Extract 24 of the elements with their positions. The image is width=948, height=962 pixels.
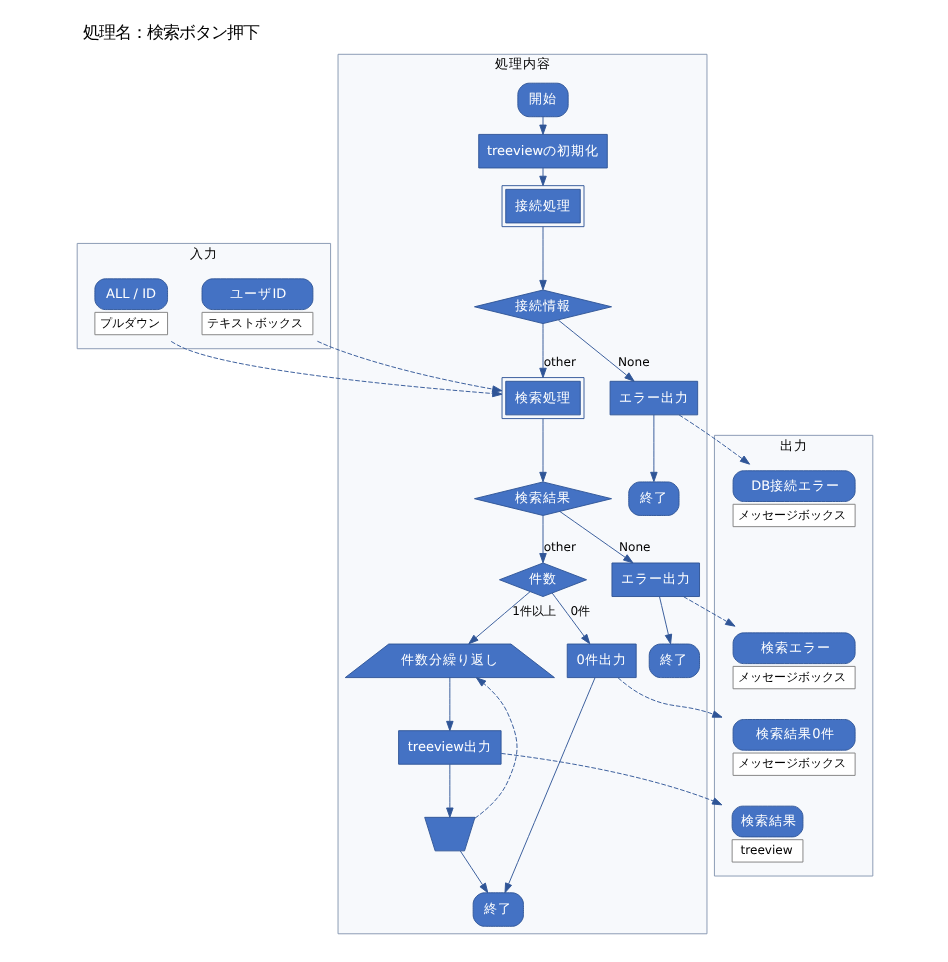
arrow [538, 418, 546, 483]
arrow [467, 591, 530, 645]
arrow [538, 226, 546, 291]
arrow [473, 677, 517, 819]
arrow [649, 414, 657, 483]
arrow [503, 677, 595, 894]
diagram-title: 処理名：検索ボタン押下 [81, 21, 258, 42]
arrow [499, 753, 722, 806]
arrow [458, 850, 488, 894]
arrow [558, 511, 633, 564]
arrow [538, 323, 546, 379]
arrow [658, 596, 672, 645]
arrow [616, 677, 722, 718]
arrow [538, 116, 546, 135]
node-box [423, 816, 475, 852]
arrow [315, 340, 502, 393]
arrow [682, 596, 735, 627]
arrow [445, 763, 453, 818]
arrow [538, 515, 546, 564]
arrow [445, 677, 453, 732]
arrow [556, 319, 634, 382]
arrow [550, 592, 590, 645]
arrow [538, 167, 546, 186]
arrow [677, 414, 750, 465]
